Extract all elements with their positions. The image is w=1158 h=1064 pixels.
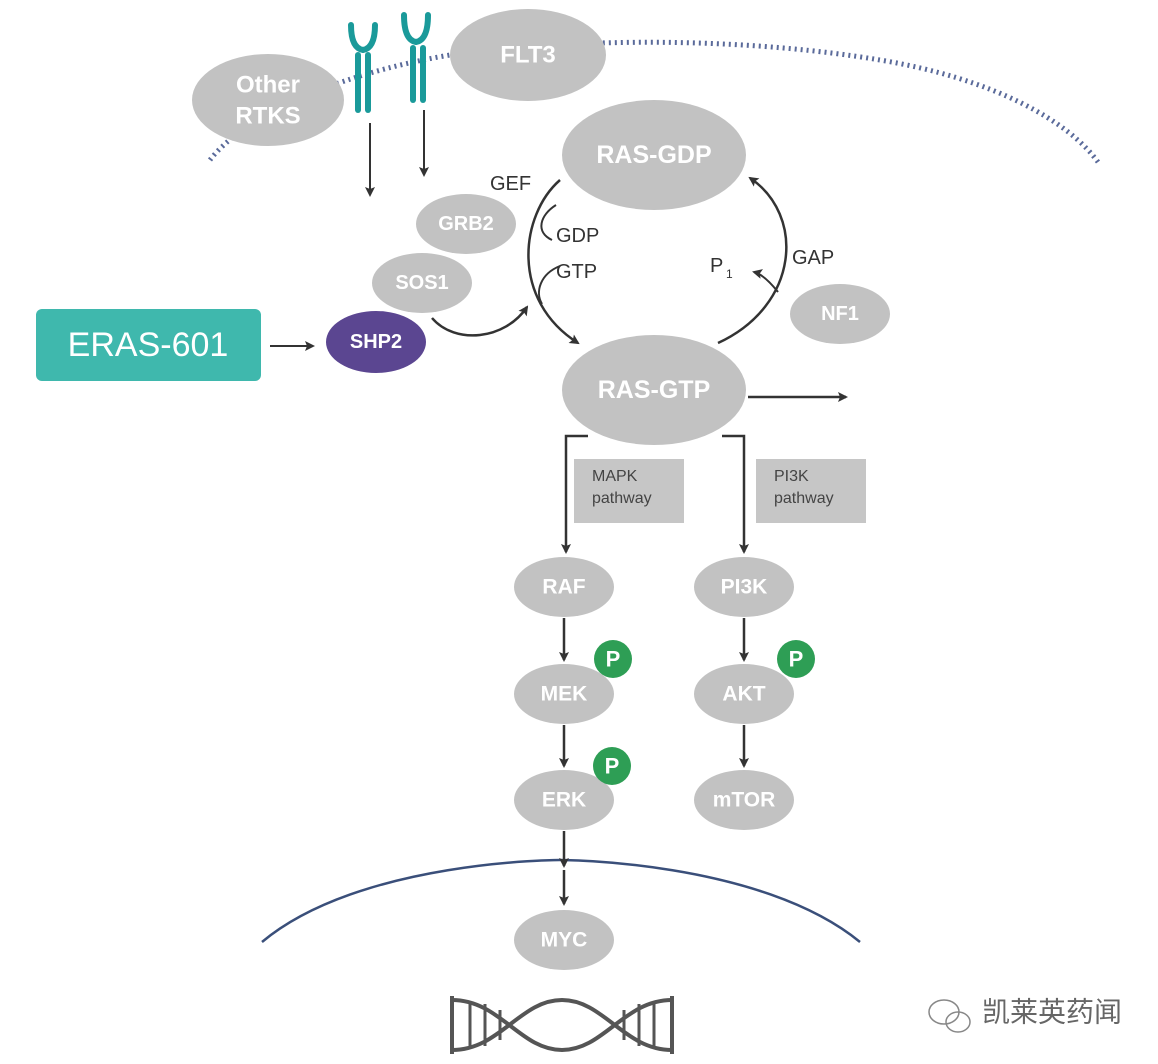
pi3k-branch-arrow [722,434,749,554]
sos1-label: SOS1 [395,272,448,294]
mtor-label: mTOR [713,789,776,812]
watermark-logo-icon [928,999,971,1033]
gdp-label: GDP [556,225,599,247]
pi-release-curve [752,269,779,293]
eras-601-label: ERAS-601 [68,326,229,364]
gap-label: GAP [792,247,834,269]
pi3k-pathway-label-line2: pathway [774,490,834,507]
other-rtks-label-line1: Other [236,72,300,99]
sos1-node [372,253,472,313]
other-rtks-node [192,54,344,146]
phospho-label: P [605,754,620,779]
receptor-icon [401,12,431,103]
flt3-label: FLT3 [500,42,556,69]
shp2-label: SHP2 [350,331,402,353]
ras-gtp-label: RAS-GTP [598,376,711,404]
erk-label: ERK [542,789,586,812]
nf1-node [790,284,890,344]
flt3-node [450,9,606,101]
mapk-pathway-label-line2: pathway [592,490,652,507]
gef-label: GEF [490,173,531,195]
pi3k-label: PI3K [721,576,768,599]
grb2-label: GRB2 [438,213,494,235]
mapk-pathway-box [574,459,684,523]
gtp-label: GTP [556,261,597,283]
phospho-badge: P [777,640,815,678]
raf-label: RAF [542,576,585,599]
eras-601-box [36,309,261,381]
ras-gdp-node [562,100,746,210]
ras-gtp-node [562,335,746,445]
mek-node [514,664,614,724]
nf1-label: NF1 [821,303,859,325]
phospho-badge: P [593,747,631,785]
grb2-node [416,194,516,254]
myc-label: MYC [541,929,588,952]
dna-icon [450,996,674,1054]
receptor-icon [348,22,378,113]
pi-subscript: 1 [726,267,733,281]
raf-node [514,557,614,617]
mtor-node [694,770,794,830]
mapk-branch-arrow [561,434,588,554]
gap-arc [717,176,788,345]
akt-node [694,664,794,724]
gtp-binding-curve [538,265,561,305]
mek-label: MEK [541,683,588,706]
phospho-badge: P [594,640,632,678]
myc-node [514,910,614,970]
ras-gdp-label: RAS-GDP [596,141,711,169]
other-rtks-label-line2: RTKS [235,103,300,130]
pi3k-node [694,557,794,617]
mapk-pathway-label-line1: MAPK [592,468,638,485]
erk-node [514,770,614,830]
sos1-to-gef-arrow [431,305,529,337]
pi-label: P [710,255,723,277]
akt-label: AKT [722,683,765,706]
pi3k-pathway-label-line1: PI3K [774,468,809,485]
phospho-label: P [606,647,621,672]
phospho-label: P [789,647,804,672]
pi3k-pathway-box [756,459,866,523]
gef-arc [527,179,580,345]
shp2-node [326,311,426,373]
gdp-release-curve [540,204,557,241]
watermark-text: 凯莱英药闻 [982,997,1122,1028]
